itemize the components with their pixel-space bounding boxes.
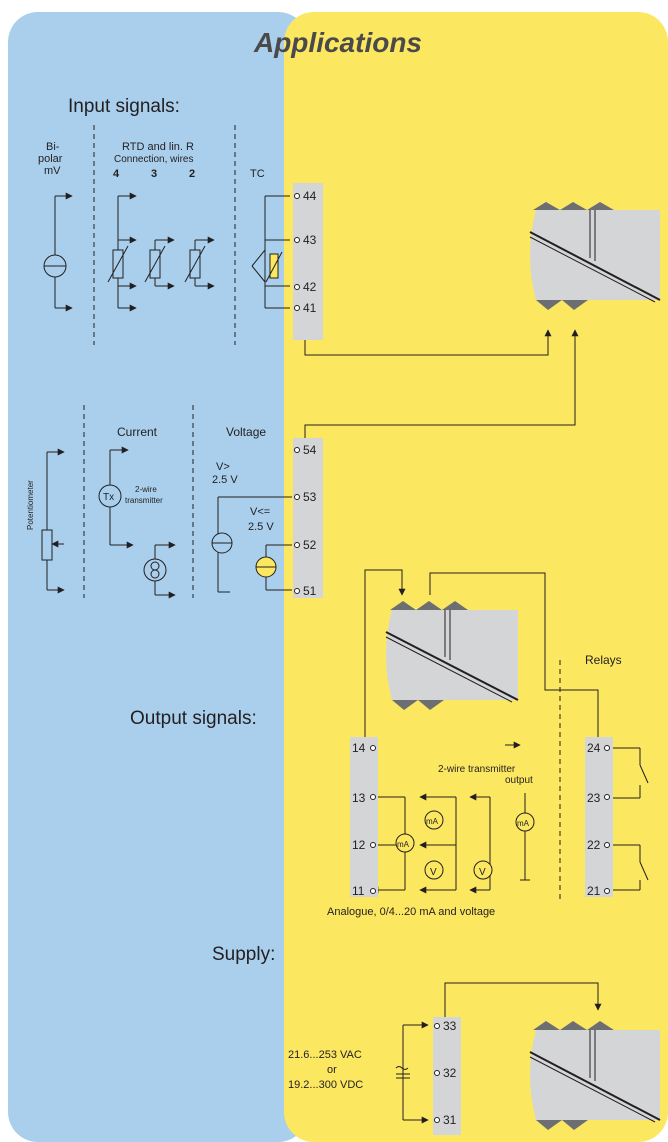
terminal-13: 13: [352, 791, 366, 805]
page-title: Applications: [253, 27, 422, 58]
device-module-2: [385, 601, 530, 710]
terminal-24: 24: [587, 741, 601, 755]
terminal-block-input: [293, 183, 323, 340]
meter-ma-2: mA: [426, 817, 439, 826]
terminal-54: 54: [303, 443, 317, 457]
label-current: Current: [117, 425, 158, 439]
device-module-1: [529, 202, 661, 310]
terminal-block-analogue: [350, 737, 378, 897]
label-tx-output-2: output: [505, 775, 533, 786]
ac-dc-symbol: [395, 1066, 410, 1079]
heading-input-signals: Input signals:: [68, 96, 180, 117]
label-tx-output-1: 2-wire transmitter: [438, 764, 516, 775]
terminal-11: 11: [352, 884, 365, 898]
label-analogue: Analogue, 0/4...20 mA and voltage: [327, 906, 495, 918]
label-vle-2: 2.5 V: [248, 521, 274, 533]
label-2wire-1: 2-wire: [135, 485, 157, 494]
label-voltage: Voltage: [226, 425, 266, 439]
meter-v-2: V: [479, 867, 486, 878]
label-bipolar-2: polar: [38, 153, 63, 165]
label-vgt-2: 2.5 V: [212, 474, 238, 486]
label-tc: TC: [250, 168, 265, 180]
terminal-23: 23: [587, 791, 601, 805]
label-relays: Relays: [585, 653, 622, 667]
label-bipolar-1: Bi-: [46, 141, 60, 153]
heading-supply: Supply:: [212, 944, 275, 965]
label-vle-1: V<=: [250, 506, 270, 518]
heading-output-signals: Output signals:: [130, 708, 257, 729]
meter-ma-3: mA: [517, 819, 530, 828]
terminal-12: 12: [352, 838, 366, 852]
terminal-block-input-2: [293, 438, 323, 598]
label-vgt-1: V>: [216, 461, 230, 473]
supply-or: or: [327, 1064, 337, 1076]
terminal-52: 52: [303, 538, 317, 552]
label-wires-4: 4: [113, 168, 120, 180]
terminal-51: 51: [303, 584, 317, 598]
meter-ma-1: mA: [397, 840, 410, 849]
terminal-32: 32: [443, 1066, 457, 1080]
meter-v-1: V: [430, 867, 437, 878]
label-bipolar-3: mV: [44, 165, 61, 177]
label-wires-2: 2: [189, 168, 195, 180]
yellow-panel: [284, 12, 668, 1142]
terminal-22: 22: [587, 838, 601, 852]
label-2wire-2: transmitter: [125, 496, 163, 505]
terminal-31: 31: [443, 1113, 457, 1127]
supply-vdc: 19.2...300 VDC: [288, 1079, 363, 1091]
terminal-block-supply: [433, 1017, 461, 1135]
terminal-block-relays: [585, 737, 613, 897]
terminal-43: 43: [303, 233, 317, 247]
terminal-41: 41: [303, 301, 317, 315]
terminal-44: 44: [303, 189, 317, 203]
supply-vac: 21.6...253 VAC: [288, 1049, 362, 1061]
terminal-53: 53: [303, 490, 317, 504]
device-module-3: [529, 1021, 661, 1130]
label-potentiometer: Potentiometer: [26, 480, 35, 530]
terminal-33: 33: [443, 1019, 457, 1033]
terminal-21: 21: [587, 884, 601, 898]
terminal-42: 42: [303, 280, 317, 294]
label-rtd-1: RTD and lin. R: [122, 141, 194, 153]
label-rtd-2: Connection, wires: [114, 154, 193, 165]
label-wires-3: 3: [151, 168, 157, 180]
terminal-14: 14: [352, 741, 366, 755]
label-tx: Tx: [103, 492, 114, 503]
